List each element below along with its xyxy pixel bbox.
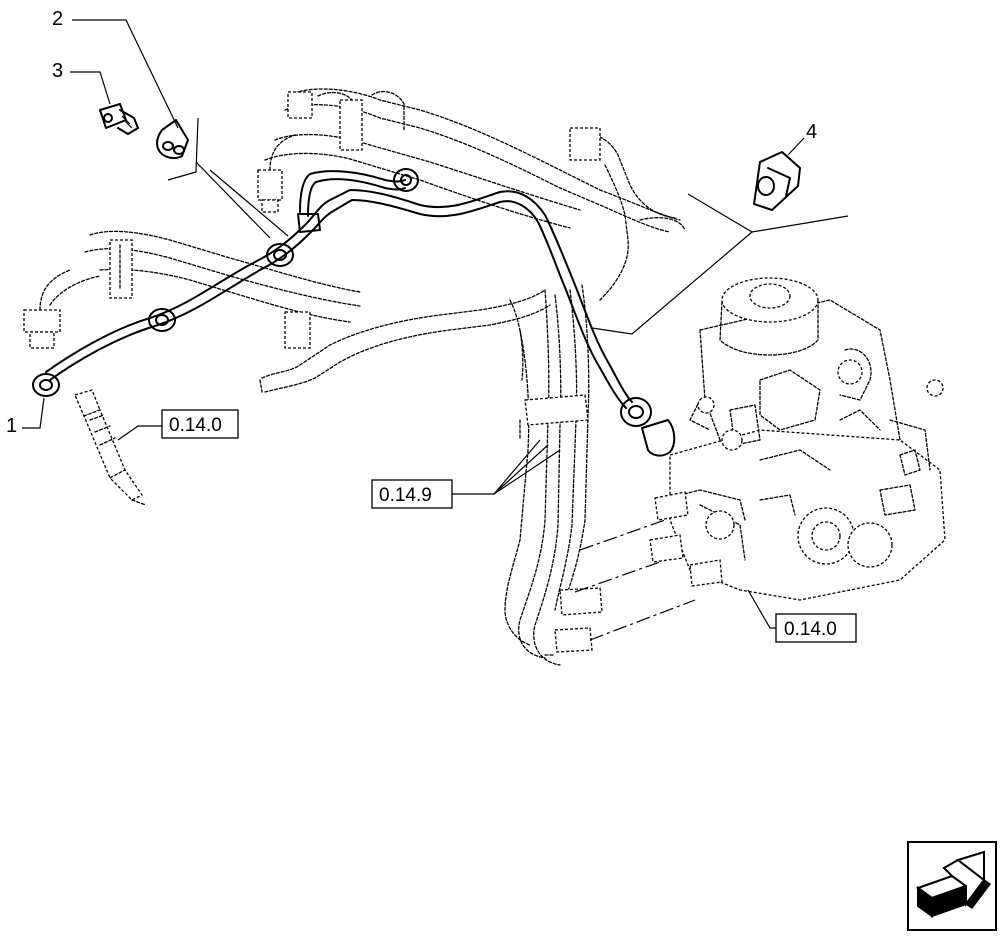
ref-label-injector: 0.14.0 [169,415,222,436]
next-page-arrow-icon [915,850,992,918]
next-page-button[interactable] [907,841,997,931]
callout-labels: 2 3 1 4 [6,8,817,437]
banjo-bolt [99,103,139,135]
callout-3: 3 [52,60,63,82]
ref-box-pump[interactable]: 0.14.0 [775,613,857,643]
ref-label-pump: 0.14.0 [784,619,837,640]
leak-off-pipe [32,168,676,457]
leader-lines [22,19,849,629]
fuel-injector [74,389,147,506]
ref-box-pipes[interactable]: 0.14.9 [371,479,453,509]
callout-2: 2 [52,8,63,30]
ref-label-pipes: 0.14.9 [379,485,432,506]
ref-box-injector[interactable]: 0.14.0 [161,409,239,439]
sealing-washer [156,119,189,160]
injection-pipes-ghost [23,88,686,666]
callout-4: 4 [806,121,817,143]
callout-1: 1 [6,415,17,437]
injection-pump-ghost [574,277,946,641]
pipe-clamp [753,151,801,211]
